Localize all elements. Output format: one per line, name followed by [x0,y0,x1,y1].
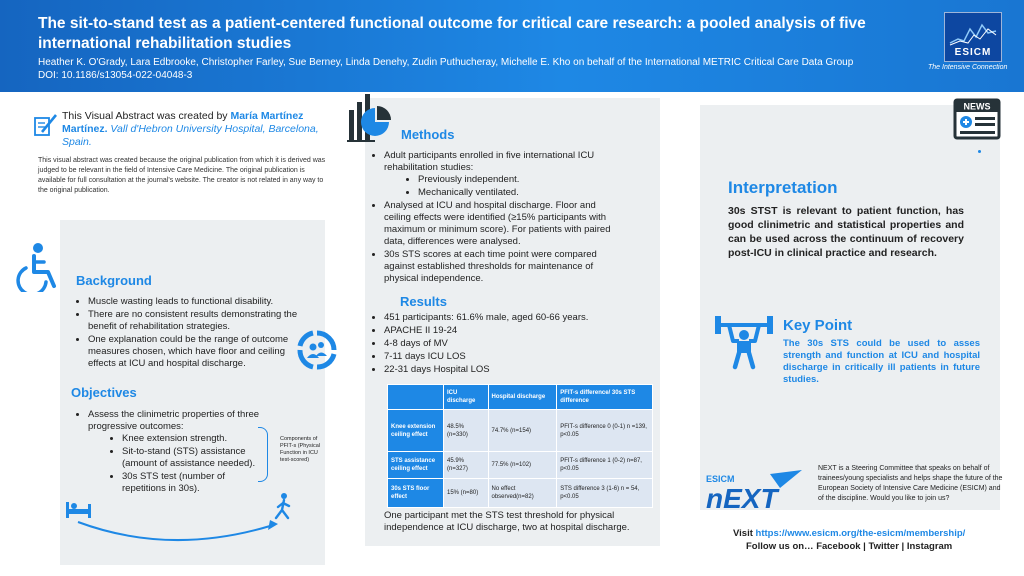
visit-line: Visit https://www.esicm.org/the-esicm/me… [733,528,965,539]
list-item: Mechanically ventilated. [418,187,624,199]
membership-link[interactable]: https://www.esicm.org/the-esicm/membersh… [755,528,966,539]
background-title: Background [76,273,152,288]
methods-title: Methods [401,127,455,142]
list-item: Adult participants enrolled in five inte… [384,150,624,199]
methods-item-1: Adult participants enrolled in five inte… [384,150,595,173]
creator-city: , Barcelona, Spain. [62,123,319,148]
table-row: 30s STS floor effect 15% (n=80) No effec… [387,478,653,508]
objectives-intro: Assess the clinimetric properties of thr… [88,409,260,432]
table-cell: 45.9% (n=327) [443,451,489,479]
pen-paper-icon [34,114,58,136]
table-cell: 48.5% (n=330) [443,409,489,452]
methods-list: Adult participants enrolled in five inte… [384,150,624,286]
components-note: Components of PFIT-s (Physical Function … [280,436,321,463]
background-list: Muscle wasting leads to functional disab… [88,296,310,371]
esicm-logo[interactable]: ESICM [944,12,1002,62]
table-cell: PFIT-s difference 0 (0-1) n =139, p<0.05 [556,409,653,452]
next-logo-big: nEXT [706,483,780,514]
list-item: APACHE II 19-24 [384,325,624,337]
table-header-cell: Hospital discharge [487,384,558,410]
table-cell: 15% (n=80) [443,478,489,508]
objectives-list: Assess the clinimetric properties of thr… [88,409,268,496]
list-item: Sit-to-stand (STS) assistance (amount of… [122,446,268,470]
next-logo-small: ESICM [706,474,735,484]
creator-disclaimer: This visual abstract was created because… [38,157,326,194]
table-row: STS assistance ceiling effect 45.9% (n=3… [387,451,653,479]
table-cell: No effect observed(n=82) [487,478,558,508]
logo-graph-icon [949,23,997,46]
visit-prefix: Visit [733,528,756,539]
creator-hospital: Vall d'Hebron University Hospital [107,123,263,135]
weightlifter-icon [715,316,773,370]
table-header-row: ICU discharge Hospital discharge PFIT-s … [387,384,653,410]
bed-to-walking-arrow-icon [66,493,291,542]
wheelchair-icon [16,243,56,292]
list-item: 7-11 days ICU LOS [384,351,624,363]
people-cycle-icon [297,330,337,370]
table-row: Knee extension ceiling effect 48.5% (n=3… [387,409,653,452]
key-point-text: The 30s STS could be used to asses stren… [783,338,980,385]
table-row-header: Knee extension ceiling effect [387,409,444,452]
objectives-title: Objectives [71,385,137,400]
interpretation-title: Interpretation [728,178,838,197]
table-cell: STS difference 3 (1-6) n = 54, p<0.05 [556,478,653,508]
list-item: 451 participants: 61.6% male, aged 60-66… [384,312,624,324]
esicm-next-logo[interactable]: ESICM nEXT [700,468,810,514]
page-title: The sit-to-stand test as a patient-cente… [38,15,866,52]
list-item: 22-31 days Hospital LOS [384,364,624,376]
interpretation-text: 30s STST is relevant to patient function… [728,205,964,259]
right-panel [700,105,1000,510]
creator-name: María Martínez Martínez. [62,110,304,135]
chart-icon [347,94,391,142]
results-list: 451 participants: 61.6% male, aged 60-66… [384,312,624,377]
results-title: Results [400,294,447,309]
list-item: 30s STS test (number of repetitions in 3… [122,471,268,495]
authors-line: Heather K. O'Grady, Lara Edbrooke, Chris… [38,57,854,68]
news-icon: NEWS [953,98,1001,140]
doi-line: DOI: 10.1186/s13054-022-04048-3 [38,70,193,81]
table-row-header: STS assistance ceiling effect [387,451,444,479]
list-item: Assess the clinimetric properties of thr… [88,409,268,495]
header-banner: The sit-to-stand test as a patient-cente… [0,0,1024,92]
follow-line[interactable]: Follow us on… Facebook | Twitter | Insta… [746,541,953,552]
components-brace [258,427,268,482]
table-cell: 77.5% (n=102) [487,451,558,479]
logo-tagline: The Intensive Connection [928,64,1008,71]
creator-prefix: This Visual Abstract was created by [62,110,231,122]
table-cell: 74.7% (n=154) [487,409,558,452]
list-item: Analysed at ICU and hospital discharge. … [384,200,624,248]
list-item: Muscle wasting leads to functional disab… [88,296,310,308]
table-header-cell: ICU discharge [443,384,489,410]
table-row-header: 30s STS floor effect [387,478,444,508]
decorative-dot [978,150,981,153]
methods-sublist: Previously independent. Mechanically ven… [418,174,624,199]
left-panel [60,220,325,565]
list-item: 4-8 days of MV [384,338,624,350]
list-item: One explanation could be the range of ou… [88,334,310,370]
list-item: Previously independent. [418,174,624,186]
list-item: There are no consistent results demonstr… [88,309,310,333]
objectives-sublist: Knee extension strength. Sit-to-stand (S… [122,433,268,495]
list-item: Knee extension strength. [122,433,268,445]
list-item: 30s STS scores at each time point were c… [384,249,624,285]
logo-text: ESICM [954,47,992,58]
next-description: NEXT is a Steering Committee that speaks… [818,465,1003,502]
sts-threshold-note: One participant met the STS test thresho… [384,510,630,533]
key-point-title: Key Point [783,317,853,334]
results-table: ICU discharge Hospital discharge PFIT-s … [387,384,653,508]
table-header-cell [387,384,444,410]
table-cell: PFIT-s difference 1 (0-2) n=87, p<0.05 [556,451,653,479]
table-header-cell: PFIT-s difference/ 30s STS difference [556,384,653,410]
news-label: NEWS [964,102,991,112]
creator-credit: This Visual Abstract was created by Marí… [62,110,332,149]
